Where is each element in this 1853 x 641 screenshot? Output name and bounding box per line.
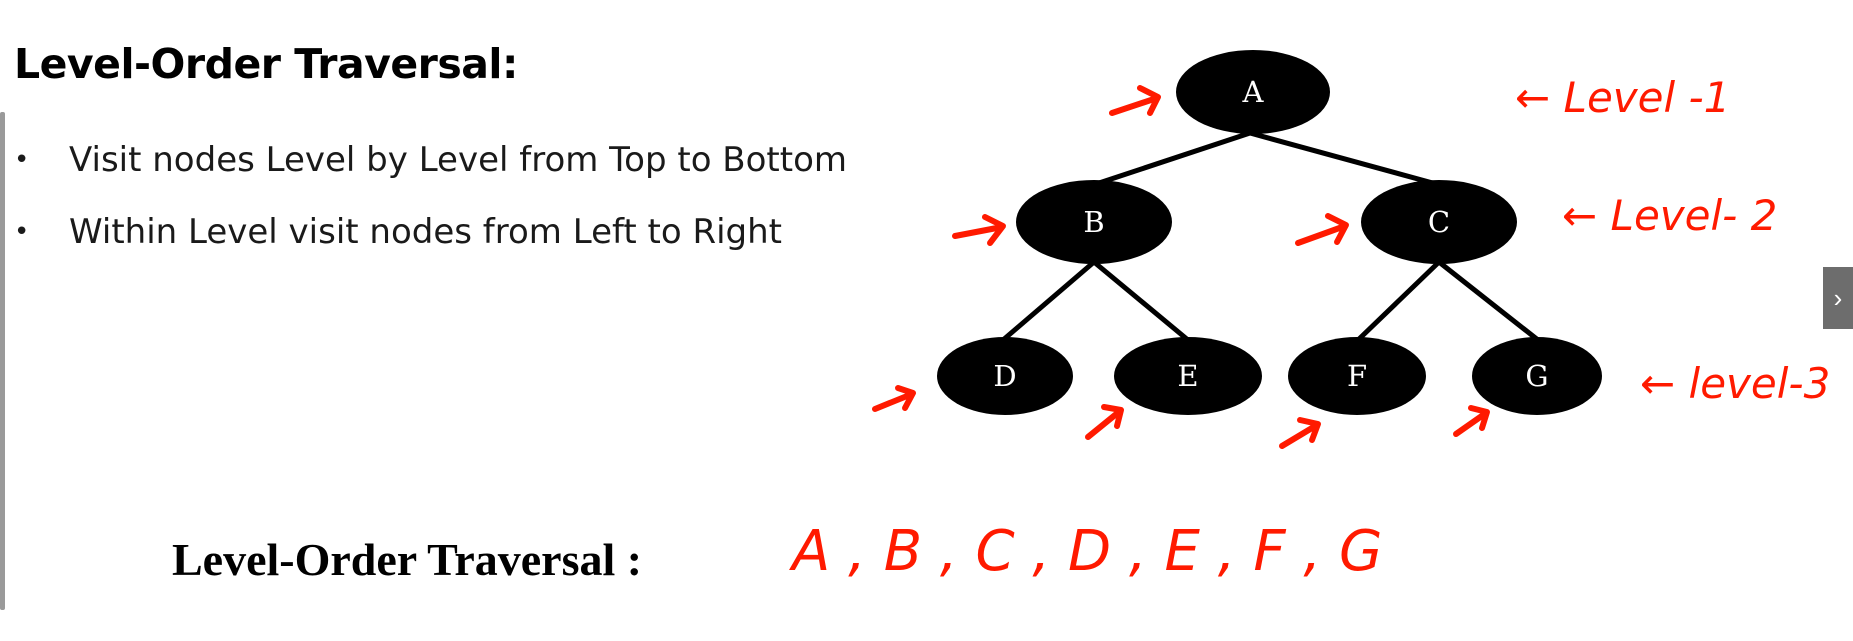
bullet-item: • Visit nodes Level by Level from Top to… (14, 124, 847, 196)
tree-node-b: B (1016, 180, 1172, 264)
tree-node-label: F (1347, 359, 1367, 393)
bullet-list: • Visit nodes Level by Level from Top to… (14, 124, 847, 268)
traversal-result-annotation: A , B , C , D , E , F , G (789, 519, 1382, 584)
tree-node-label: C (1428, 205, 1450, 239)
next-slide-button[interactable]: › (1823, 267, 1853, 329)
tree-node-label: G (1525, 359, 1548, 393)
arrow-to-node-c-icon (1295, 213, 1349, 246)
level-3-annotation: ← level-3 (1640, 359, 1830, 408)
tree-edge-c-g (1437, 260, 1540, 342)
tree-node-g: G (1472, 337, 1602, 415)
chevron-right-icon: › (1833, 282, 1843, 313)
tree-edge-b-e (1092, 260, 1190, 342)
tree-edge-b-d (1001, 260, 1096, 342)
tree-node-c: C (1361, 180, 1517, 264)
tree-node-label: D (993, 359, 1016, 393)
tree-node-a: A (1176, 50, 1330, 134)
tree-node-d: D (937, 337, 1073, 415)
tree-edge-a-b (1092, 130, 1251, 188)
arrow-to-node-f-icon (1279, 417, 1321, 449)
tree-edge-a-c (1249, 130, 1441, 188)
bullet-text: Within Level visit nodes from Left to Ri… (69, 212, 782, 252)
tree-edge-c-f (1356, 260, 1441, 342)
bullet-dot-icon: • (14, 217, 30, 247)
traversal-result-label: Level-Order Traversal : (172, 534, 643, 585)
slide-left-border (0, 112, 5, 610)
arrow-to-node-a-icon (1109, 85, 1161, 116)
tree-node-label: B (1083, 205, 1104, 239)
level-2-annotation: ← Level- 2 (1562, 191, 1777, 240)
arrow-to-node-g-icon (1453, 405, 1490, 437)
bullet-item: • Within Level visit nodes from Left to … (14, 196, 847, 268)
arrow-to-node-e-icon (1085, 404, 1124, 440)
arrow-to-node-b-icon (952, 214, 1006, 246)
bullet-text: Visit nodes Level by Level from Top to B… (69, 140, 848, 180)
tree-node-e: E (1114, 337, 1262, 415)
level-1-annotation: ← Level -1 (1515, 73, 1730, 122)
tree-node-label: A (1242, 75, 1265, 109)
slide-heading: Level-Order Traversal: (14, 40, 518, 88)
tree-node-label: E (1177, 359, 1198, 393)
arrow-to-node-d-icon (872, 385, 916, 412)
bullet-dot-icon: • (14, 145, 30, 175)
tree-node-f: F (1288, 337, 1426, 415)
